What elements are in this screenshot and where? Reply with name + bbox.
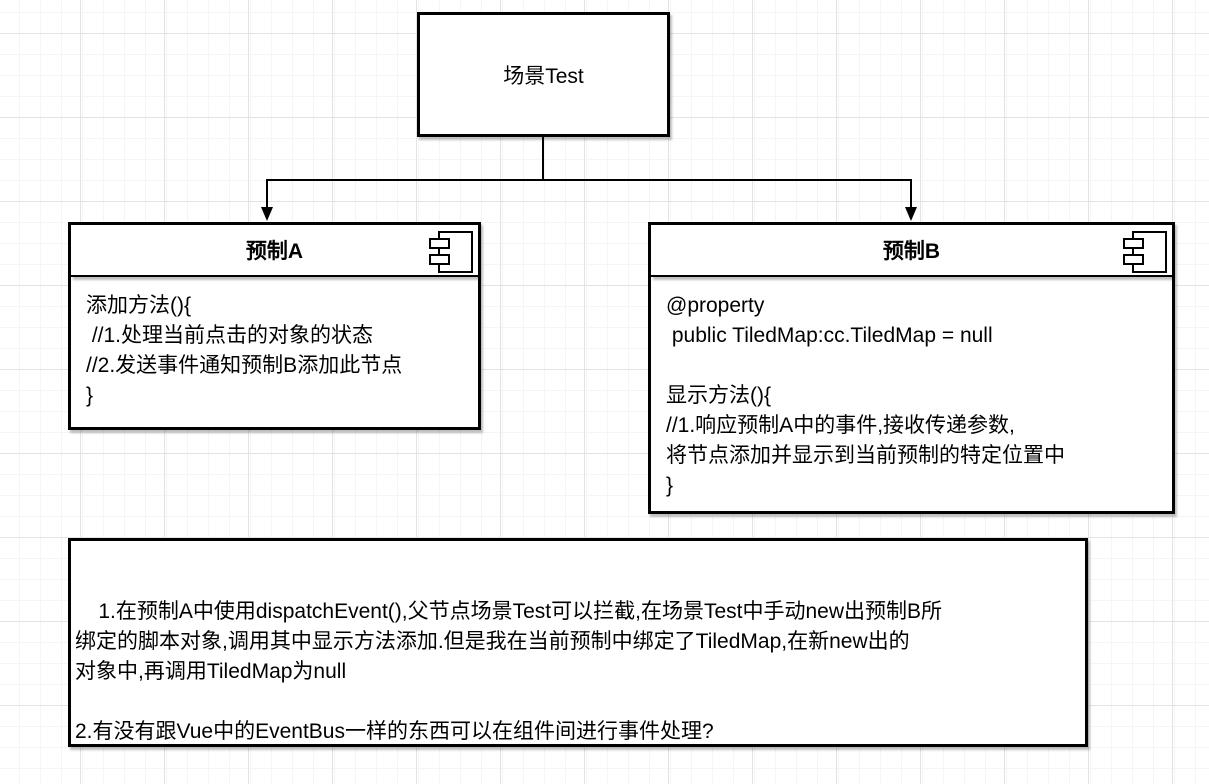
node-scene-test[interactable]: 场景Test xyxy=(417,12,670,137)
uml-component-icon-tab xyxy=(1123,238,1144,249)
scene-test-label: 场景Test xyxy=(503,64,584,88)
connector-drop-right xyxy=(910,179,912,209)
uml-component-icon-tab xyxy=(429,254,450,265)
prefab-a-header: 预制A xyxy=(71,225,478,277)
prefab-a-body-text: 添加方法(){ //1.处理当前点击的对象的状态 //2.发送事件通知预制B添加… xyxy=(86,294,403,407)
notes-box[interactable]: 1.在预制A中使用dispatchEvent(),父节点场景Test可以拦截,在… xyxy=(68,538,1088,747)
uml-component-icon xyxy=(1123,231,1167,273)
uml-component-icon xyxy=(429,231,473,273)
uml-component-icon-tab xyxy=(1123,254,1144,265)
prefab-a-title: 预制A xyxy=(245,240,304,263)
notes-text: 1.在预制A中使用dispatchEvent(),父节点场景Test可以拦截,在… xyxy=(75,600,942,743)
arrowhead-icon xyxy=(261,207,273,221)
node-prefab-a[interactable]: 预制A 添加方法(){ //1.处理当前点击的对象的状态 //2.发送事件通知预… xyxy=(68,222,481,430)
connector-stem xyxy=(542,137,544,181)
prefab-b-header: 预制B xyxy=(651,225,1172,277)
connector-drop-left xyxy=(266,179,268,209)
prefab-b-title: 预制B xyxy=(882,240,941,263)
prefab-b-body-text: @property public TiledMap:cc.TiledMap = … xyxy=(666,294,1065,497)
connector-crossbar xyxy=(266,179,912,181)
node-prefab-b[interactable]: 预制B @property public TiledMap:cc.TiledMa… xyxy=(648,222,1175,514)
uml-component-icon-tab xyxy=(429,238,450,249)
arrowhead-icon xyxy=(905,207,917,221)
